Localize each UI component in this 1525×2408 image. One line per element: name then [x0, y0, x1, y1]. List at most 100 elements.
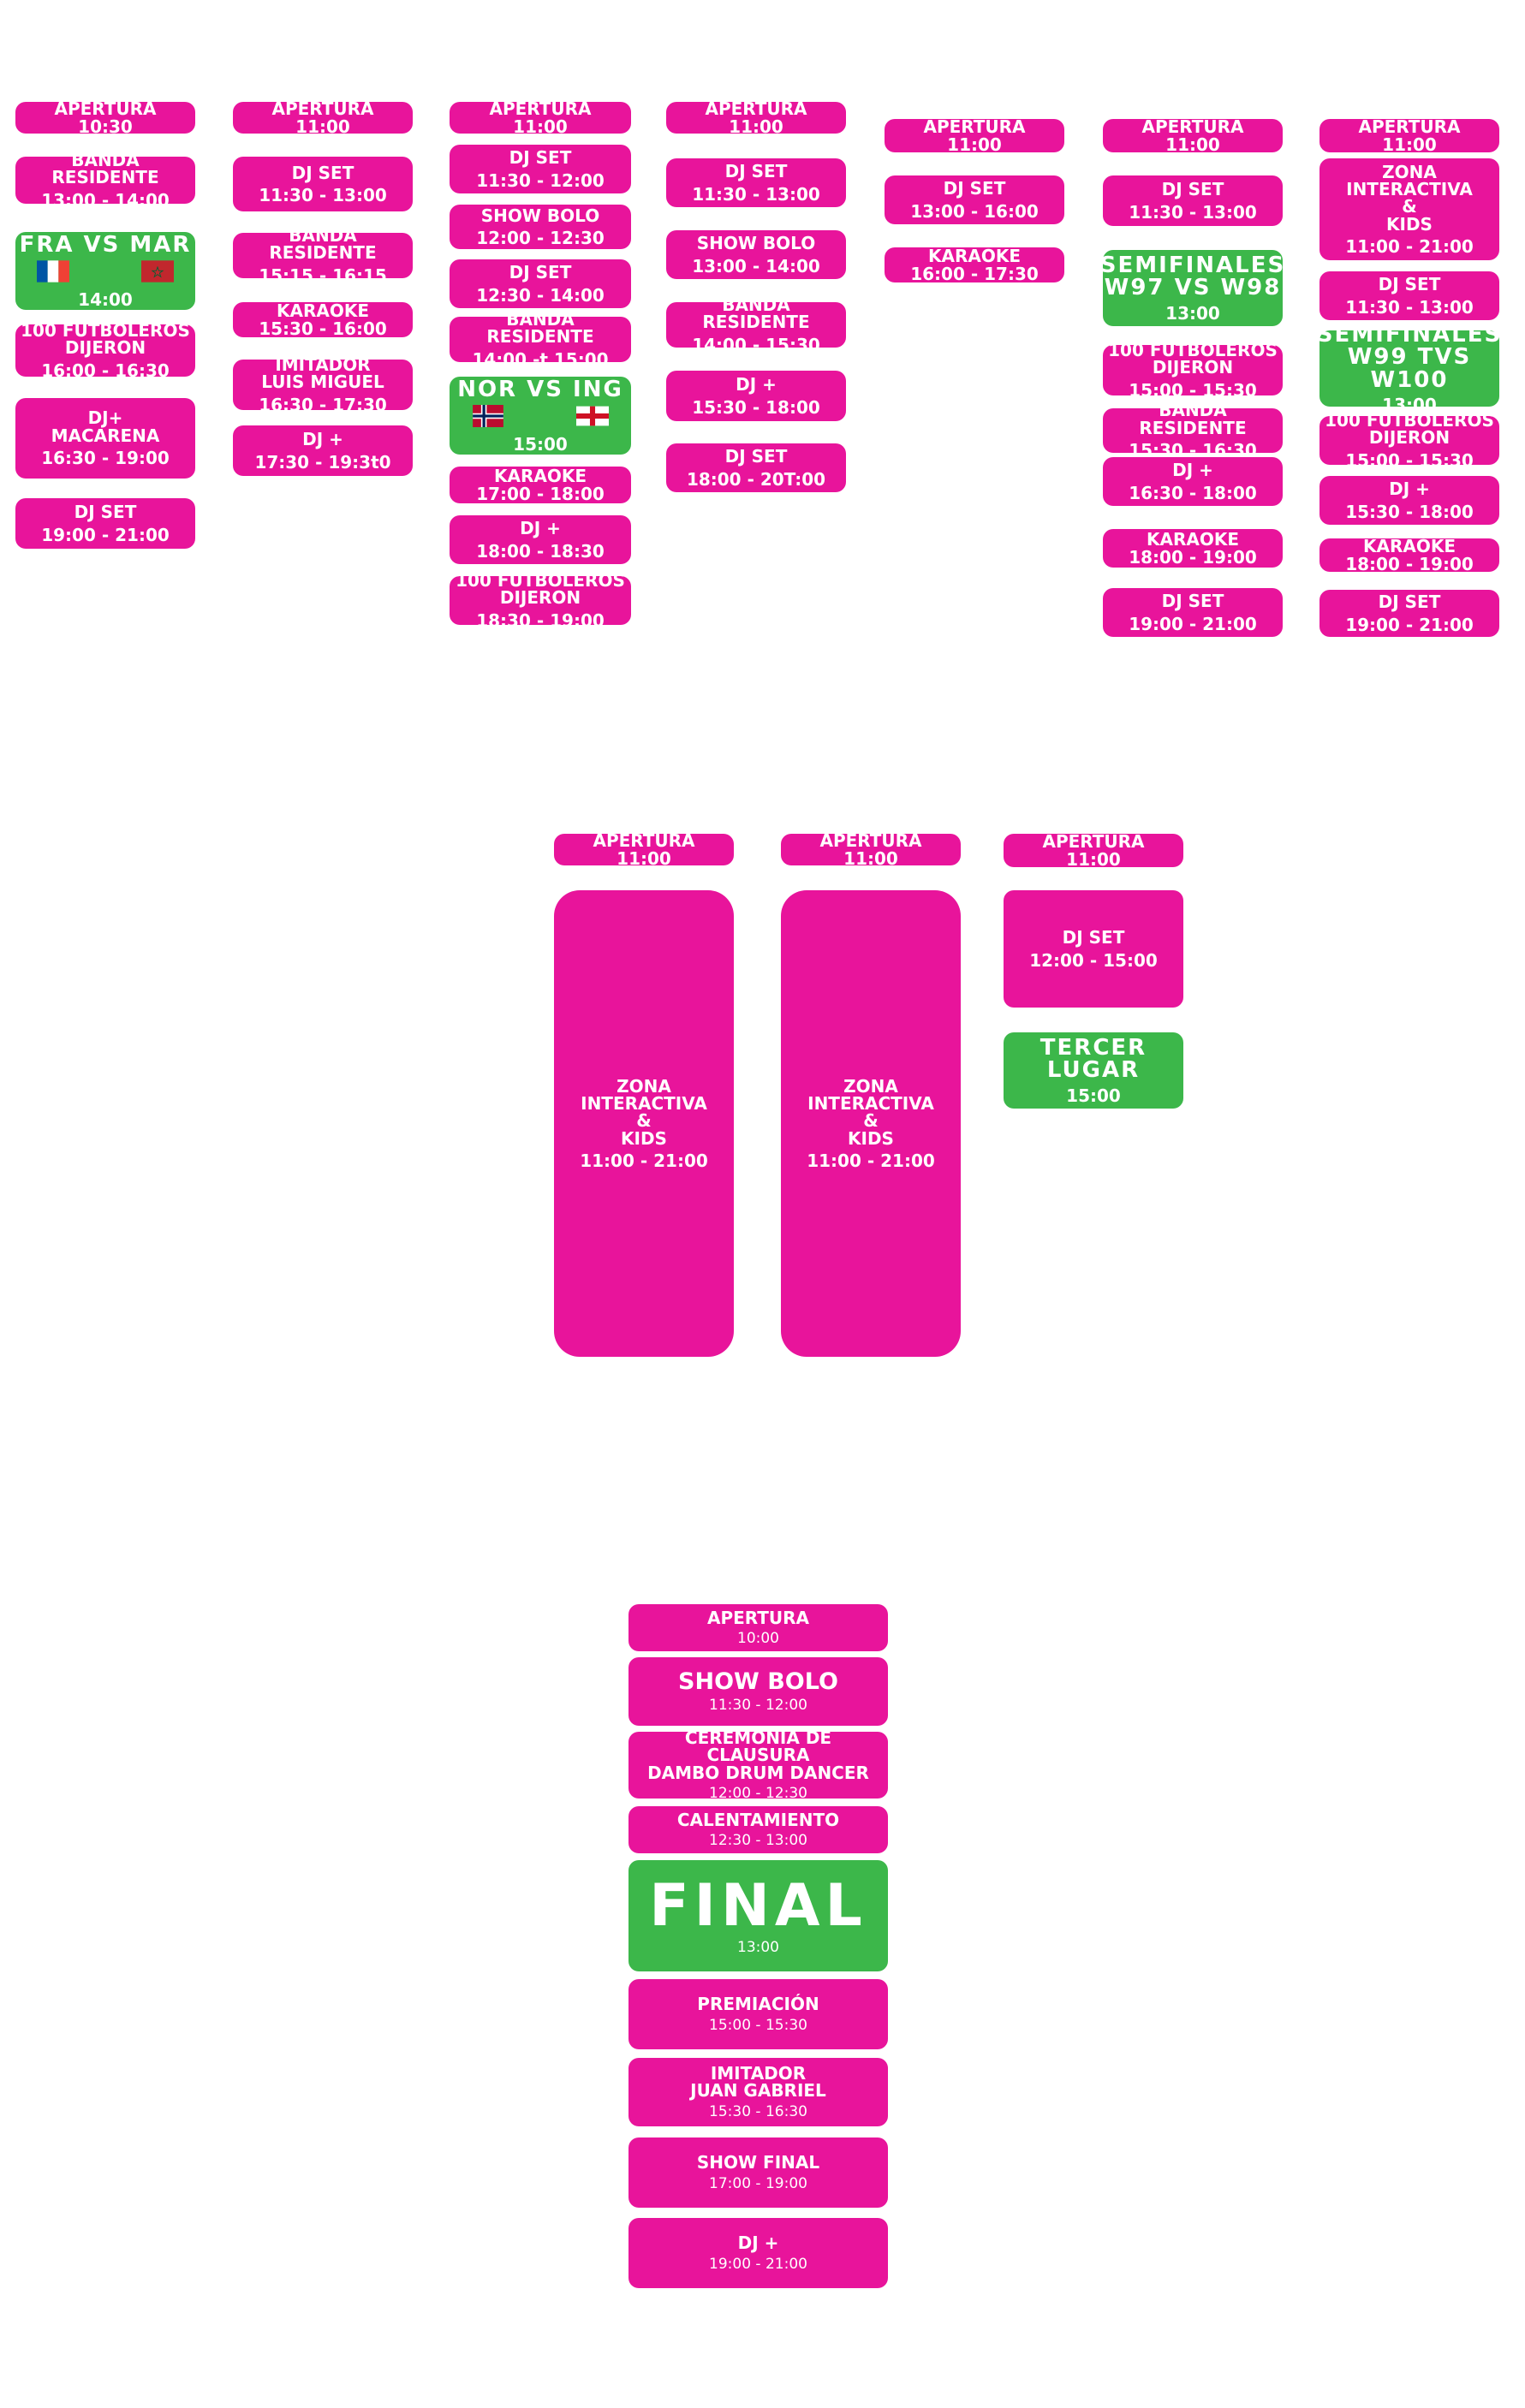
- event-time: 19:00 - 21:00: [1129, 613, 1257, 634]
- event-time: 13:00: [1382, 395, 1437, 416]
- event-time: 13:00: [1165, 302, 1220, 324]
- event-time: 18:00 - 19:00: [1345, 553, 1474, 574]
- event-time: 13:00 - 14:00: [692, 255, 820, 276]
- event-time: 15:30 - 18:00: [1345, 501, 1474, 522]
- event-title: 100 FUTBOLEROS DIJERON: [1108, 339, 1278, 378]
- event-time: 18:00 - 18:30: [476, 540, 605, 562]
- event-title: IMITADOR JUAN GABRIEL: [690, 2062, 826, 2102]
- event-title: KARAOKE: [1362, 536, 1456, 557]
- event-time: 11:30 - 13:00: [1345, 296, 1474, 318]
- event-time: 12:30 - 13:00: [709, 1832, 807, 1850]
- event-title: BANDA RESIDENTE: [1139, 400, 1247, 438]
- event-title: SHOW BOLO: [480, 205, 600, 226]
- event-title: KARAOKE: [276, 300, 370, 322]
- event-time: 14:00: [78, 288, 133, 310]
- event-title: BANDA RESIDENTE: [702, 294, 810, 333]
- event-title: APERTURA: [1042, 831, 1145, 853]
- event-title: KARAOKE: [1146, 529, 1240, 550]
- event-title: CEREMONIA DE CLAUSURA DAMBO DRUM DANCER: [647, 1727, 869, 1783]
- morocco-flag-icon: [141, 259, 174, 282]
- event-time: 11:00: [513, 116, 568, 137]
- event-time: 10:00: [737, 1630, 779, 1648]
- event-time: 13:00 - 16:00: [910, 200, 1039, 222]
- event-time: 11:00: [729, 116, 783, 137]
- event-time: 16:30 - 17:30: [259, 394, 387, 415]
- event-time: 19:00 - 21:00: [41, 524, 170, 545]
- event-title: SHOW FINAL: [696, 2152, 820, 2173]
- event-time: 14:00 -t 15:00: [472, 348, 609, 370]
- event-time: 11:00 - 21:00: [580, 1150, 708, 1172]
- event-title: APERTURA: [705, 98, 807, 120]
- event-time: 15:00 - 15:30: [1345, 449, 1474, 471]
- event-time: 11:00: [1066, 848, 1121, 870]
- event-title: ZONA INTERACTIVA & KIDS: [807, 1075, 934, 1149]
- event-title: 100 FUTBOLEROS DIJERON: [21, 319, 190, 359]
- event-time: 13:00 - 14:00: [41, 189, 170, 211]
- event-title: DJ SET: [724, 446, 788, 467]
- event-title: APERTURA: [489, 98, 592, 120]
- event-title: DJ +: [520, 518, 561, 539]
- event-title: APERTURA: [1358, 116, 1461, 138]
- event-time: 11:00: [295, 116, 350, 137]
- event-card-week-col7-5: DJ +15:30 - 18:00: [1319, 476, 1499, 525]
- event-time: 19:00 - 21:00: [1345, 614, 1474, 635]
- event-time: 12:30 - 14:00: [476, 284, 605, 306]
- event-title: APERTURA: [923, 116, 1026, 138]
- event-time: 17:30 - 19:3t0: [254, 451, 391, 473]
- event-time: 11:00: [843, 847, 898, 869]
- event-time: 13:00: [737, 1939, 779, 1957]
- event-time: 19:00 - 21:00: [709, 2255, 807, 2273]
- event-title: IMITADOR LUIS MIGUEL: [261, 354, 384, 393]
- event-time: 11:00: [1165, 134, 1220, 155]
- event-title: APERTURA: [819, 830, 922, 852]
- event-title: DJ SET: [724, 161, 788, 182]
- event-time: 15:30 - 16:30: [1129, 440, 1257, 461]
- event-title: BANDA RESIDENTE: [269, 224, 377, 264]
- event-time: 11:00: [617, 847, 671, 869]
- event-title: TERCER LUGAR: [1040, 1034, 1147, 1084]
- event-time: 12:00 - 15:00: [1029, 949, 1158, 971]
- event-time: 15:00: [1066, 1085, 1121, 1106]
- event-time: 18:00 - 20T:00: [686, 468, 826, 490]
- england-flag-icon: [576, 405, 609, 427]
- event-title: DJ SET: [1378, 592, 1441, 613]
- event-title: SHOW BOLO: [696, 233, 816, 254]
- event-title: SHOW BOLO: [678, 1668, 838, 1695]
- event-time: 11:00 - 21:00: [1345, 236, 1474, 258]
- event-card-week-col4-4: DJ +15:30 - 18:00: [666, 371, 846, 421]
- event-time: 15:30 - 16:30: [709, 2102, 807, 2120]
- event-title: APERTURA: [1141, 116, 1244, 138]
- event-title: 100 FUTBOLEROS DIJERON: [1325, 409, 1494, 449]
- event-title: APERTURA: [271, 98, 374, 120]
- event-title: SEMIFINALES W97 VS W98: [1099, 252, 1286, 301]
- event-title: KARAOKE: [927, 246, 1022, 267]
